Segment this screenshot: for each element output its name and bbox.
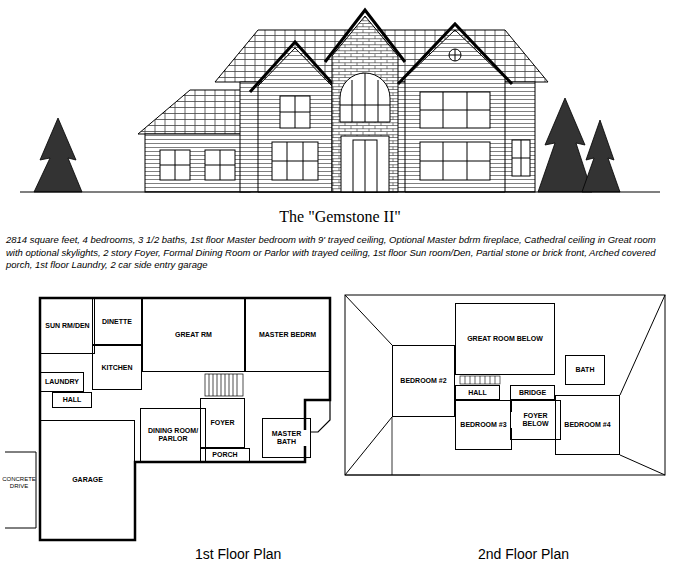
first-floor-plan-part [5, 452, 36, 528]
room-name: GREAT RM [174, 331, 213, 339]
room-name: DINING ROOM/ PARLOR [141, 427, 205, 442]
house-elevation-part [398, 24, 512, 84]
window-part [340, 73, 390, 122]
window-part [160, 150, 190, 180]
room: HALL [52, 392, 92, 408]
tree-part [538, 98, 592, 192]
window-part [340, 73, 390, 122]
window-part [272, 142, 318, 180]
room-name: BEDROOM #4 [563, 421, 611, 429]
room-name: LAUNDRY [44, 378, 80, 386]
room-name: BEDROOM #3 [459, 421, 507, 429]
window-part [160, 150, 190, 180]
first-floor-plan [5, 298, 330, 540]
room: DINING ROOM/ PARLOR [140, 408, 206, 462]
window-part [420, 92, 490, 128]
room: DINETTE [92, 298, 142, 345]
tree-part [34, 118, 82, 192]
house-elevation-part [250, 42, 340, 92]
first-floor-plan-part [305, 400, 330, 432]
room: BEDROOM #2 [392, 345, 455, 417]
room-name: HALL [62, 396, 83, 404]
window-part [280, 96, 310, 128]
room-name: KITCHEN [100, 364, 133, 372]
room: PORCH [200, 448, 250, 462]
stair [205, 374, 243, 396]
room: BEDROOM #4 [555, 395, 620, 455]
room: GARAGE [40, 420, 135, 540]
window-part [365, 140, 366, 192]
house-elevation [20, 10, 660, 192]
stair-part [209, 374, 237, 396]
room-name: HALL [467, 389, 488, 397]
plan-title: 2nd Floor Plan [478, 546, 569, 562]
room: FOYER [200, 398, 245, 448]
stair-part [465, 376, 495, 384]
room-name: DINETTE [101, 318, 133, 326]
window-part [420, 142, 490, 180]
room: SUN RM/DEN [40, 298, 95, 354]
room: MASTER BEDRM [245, 298, 330, 372]
room-name: MASTER BATH [263, 430, 310, 445]
stair-part [460, 376, 500, 384]
window-part [449, 49, 461, 61]
second-floor-plan-part [345, 295, 665, 475]
room: KITCHEN [92, 345, 142, 390]
house-elevation-part [145, 134, 250, 192]
room: BRIDGE [510, 385, 555, 400]
first-floor-plan-part [40, 298, 330, 540]
room-name: GARAGE [71, 476, 104, 484]
house-elevation-part [20, 191, 660, 192]
window-part [512, 140, 530, 176]
second-floor-plan-part [345, 295, 665, 475]
stair [460, 376, 500, 384]
room-name: PORCH [211, 451, 238, 459]
room: HALL [455, 385, 500, 400]
description: 2814 square feet, 4 bedrooms, 3 1/2 bath… [6, 234, 674, 272]
room-name: MASTER BEDRM [258, 331, 317, 339]
window-part [341, 136, 389, 192]
plan-title: 1st Floor Plan [195, 546, 281, 562]
second-floor-plan [345, 295, 665, 475]
window-part [353, 140, 377, 192]
window [160, 49, 530, 192]
window-part [420, 142, 490, 180]
room: BEDROOM #3 [455, 400, 512, 450]
room: BATH [565, 355, 605, 385]
house-elevation-part [325, 10, 405, 62]
room: LAUNDRY [40, 372, 84, 392]
room: GREAT ROOM BELOW [455, 303, 555, 375]
window-part [512, 140, 530, 176]
window-part [272, 142, 318, 180]
house-elevation-part [405, 30, 505, 192]
room: FOYER BELOW [510, 400, 561, 440]
window-part [449, 49, 461, 61]
second-floor-plan-part [345, 417, 420, 475]
room: GREAT RM [142, 298, 245, 372]
site-label: CONCRETE DRIVE [2, 476, 36, 489]
room-name: GREAT ROOM BELOW [466, 335, 544, 343]
room-name: SUN RM/DEN [44, 322, 90, 330]
window-part [205, 150, 235, 180]
title: The "Gemstone II" [0, 208, 680, 226]
room-name: BRIDGE [518, 389, 547, 397]
room-name: FOYER BELOW [511, 412, 560, 427]
tree-part [582, 120, 620, 192]
window-part [280, 96, 310, 128]
stair-part [205, 374, 243, 396]
room-name: BEDROOM #2 [399, 377, 447, 385]
room-name: FOYER [209, 419, 235, 427]
house-elevation-part [138, 90, 250, 134]
room-name: BATH [575, 366, 596, 374]
room: MASTER BATH [262, 418, 311, 458]
window-part [420, 92, 490, 128]
window-part [205, 150, 235, 180]
